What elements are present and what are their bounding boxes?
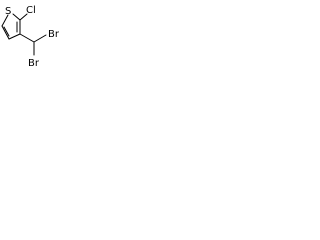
bond-c3-c4 — [8, 33, 21, 40]
bond-ch-br1 — [33, 34, 47, 43]
atom-label-bromine-1: Br — [48, 29, 60, 40]
bond-s-c2 — [12, 13, 21, 21]
bond-c2-cl — [19, 13, 28, 21]
bond-c4-c5-inner — [3, 26, 10, 37]
bond-c4-c5 — [1, 25, 10, 40]
bond-c3-ch — [19, 33, 35, 43]
bond-c5-s — [1, 14, 9, 27]
atom-label-sulfur: S — [5, 6, 11, 17]
molecule-drawing: S Cl Br Br — [1, 5, 60, 69]
structure-diagram: S Cl Br Br — [0, 0, 74, 73]
atom-label-chlorine: Cl — [26, 5, 36, 16]
atom-label-bromine-2: Br — [28, 58, 40, 69]
